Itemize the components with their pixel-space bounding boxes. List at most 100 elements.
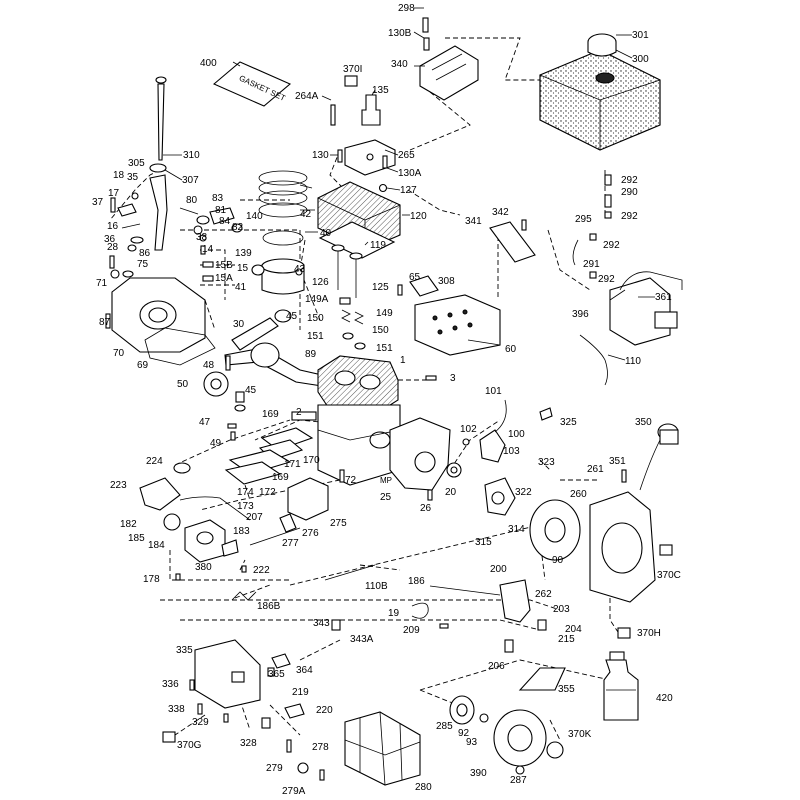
label-92: 92 [458, 728, 470, 739]
label-140: 140 [246, 211, 263, 222]
label-15A: 15A [215, 273, 233, 284]
label-135: 135 [372, 85, 389, 96]
label-93: 93 [466, 737, 478, 748]
label-343: 343 [313, 618, 330, 629]
label-361: 361 [655, 292, 672, 303]
label-110: 110 [625, 356, 641, 367]
label-420: 420 [656, 693, 673, 704]
label-36: 36 [104, 234, 116, 245]
label-370C: 370C [657, 570, 681, 581]
label-279: 279 [266, 763, 283, 774]
label-50: 50 [177, 379, 189, 390]
label-26: 26 [420, 503, 432, 514]
label-119: 119 [370, 240, 386, 251]
label-127: 127 [400, 185, 417, 196]
label-292-4: 292 [598, 274, 615, 285]
label-89: 89 [305, 349, 317, 360]
label-103: 103 [503, 446, 520, 457]
label-173: 173 [237, 501, 254, 512]
label-183: 183 [233, 526, 250, 537]
label-149A: 149A [305, 294, 329, 305]
label-151-left: 151 [307, 331, 324, 342]
label-323: 323 [538, 457, 555, 468]
label-171: 171 [284, 459, 301, 470]
label-370G: 370G [177, 740, 202, 751]
label-278: 278 [312, 742, 329, 753]
label-219: 219 [292, 687, 309, 698]
label-38: 38 [196, 232, 208, 243]
label-350: 350 [635, 417, 652, 428]
label-203: 203 [553, 604, 570, 615]
label-338: 338 [168, 704, 185, 715]
label-83: 83 [212, 193, 224, 204]
label-48: 48 [203, 360, 215, 371]
label-364: 364 [296, 665, 313, 676]
label-370I: 370I [343, 64, 362, 75]
label-3: 3 [450, 373, 456, 384]
label-287: 287 [510, 775, 527, 786]
label-82: 82 [232, 222, 244, 233]
label-298: 298 [398, 3, 415, 14]
label-207: 207 [246, 512, 263, 523]
label-65: 65 [409, 272, 421, 283]
label-322: 322 [515, 487, 532, 498]
label-186: 186 [408, 576, 425, 587]
label-204: 204 [565, 624, 582, 635]
label-75: 75 [137, 259, 149, 270]
label-60: 60 [505, 344, 517, 355]
label-260: 260 [570, 489, 587, 500]
label-71: 71 [96, 278, 108, 289]
label-275: 275 [330, 518, 347, 529]
label-365: 365 [268, 669, 285, 680]
leader-lines [163, 7, 655, 361]
label-295: 295 [575, 214, 592, 225]
label-130: 130 [312, 150, 329, 161]
label-276: 276 [302, 528, 319, 539]
label-16: 16 [107, 221, 119, 232]
label-169-top: 169 [262, 409, 279, 420]
label-37: 37 [92, 197, 104, 208]
crankcase-mark: MP [380, 476, 392, 485]
label-47: 47 [199, 417, 211, 428]
label-292-mid: 292 [621, 211, 638, 222]
label-14: 14 [202, 244, 214, 255]
label-81: 81 [215, 205, 227, 216]
label-25: 25 [380, 492, 392, 503]
part-drawings: GASKET SET [105, 17, 683, 786]
label-314: 314 [508, 524, 525, 535]
label-355: 355 [558, 684, 575, 695]
label-43: 43 [294, 264, 306, 275]
label-20: 20 [445, 487, 457, 498]
label-110B: 110B [365, 581, 388, 592]
label-101: 101 [485, 386, 502, 397]
label-262: 262 [535, 589, 552, 600]
label-149: 149 [376, 308, 393, 319]
label-307: 307 [182, 175, 199, 186]
label-335: 335 [176, 645, 193, 656]
label-400: 400 [200, 58, 217, 69]
label-215: 215 [558, 634, 575, 645]
label-305: 305 [128, 158, 145, 169]
label-329: 329 [192, 717, 209, 728]
label-18: 18 [113, 170, 125, 181]
label-325: 325 [560, 417, 577, 428]
label-370H: 370H [637, 628, 661, 639]
label-100: 100 [508, 429, 525, 440]
label-396: 396 [572, 309, 589, 320]
label-169-mid: 169 [272, 472, 289, 483]
label-209: 209 [403, 625, 420, 636]
label-341: 341 [465, 216, 482, 227]
label-80: 80 [186, 195, 198, 206]
label-224: 224 [146, 456, 163, 467]
label-45-top: 45 [286, 311, 298, 322]
label-261: 261 [587, 464, 604, 475]
label-130B: 130B [388, 28, 412, 39]
label-220: 220 [316, 705, 333, 716]
label-41: 41 [235, 282, 247, 293]
label-328: 328 [240, 738, 257, 749]
label-184: 184 [148, 540, 165, 551]
label-390: 390 [470, 768, 487, 779]
label-315: 315 [475, 537, 492, 548]
label-45-lower: 45 [245, 385, 257, 396]
